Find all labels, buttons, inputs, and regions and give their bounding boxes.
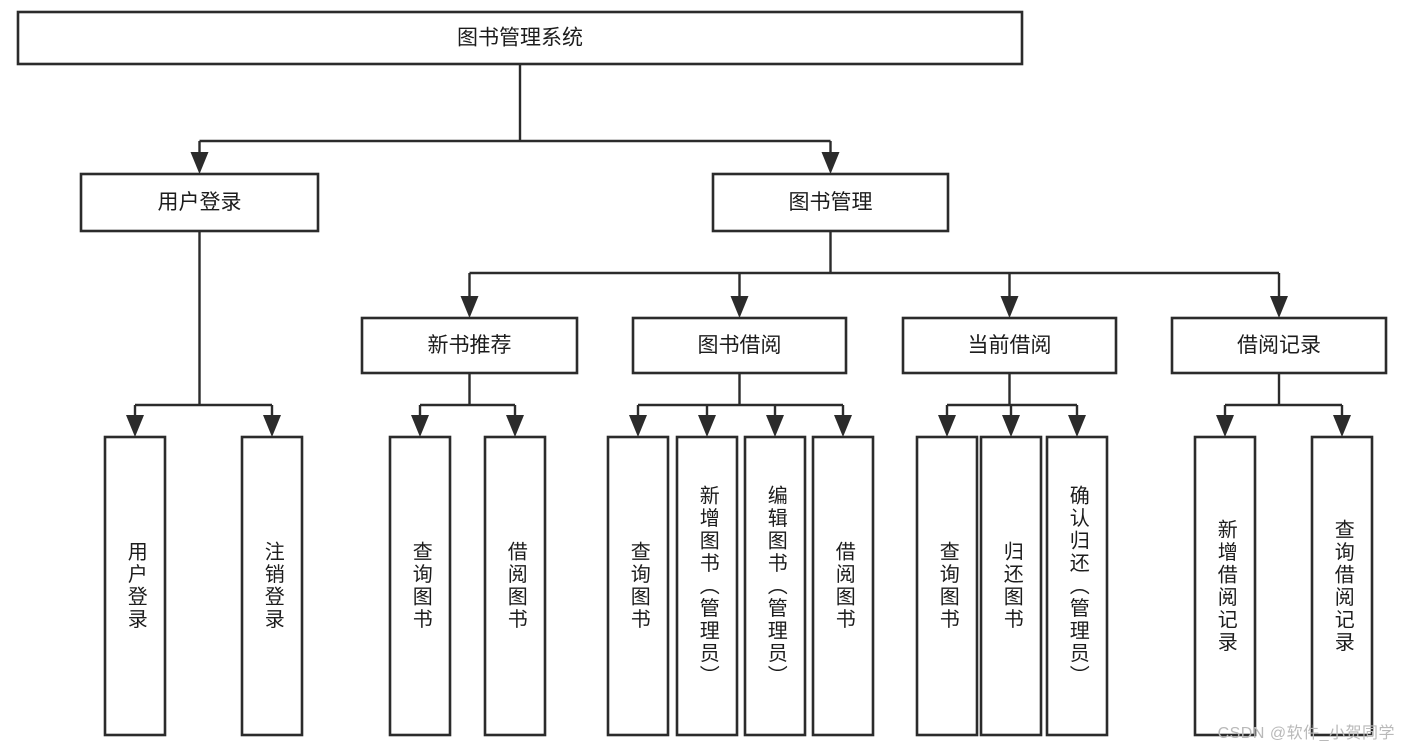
node-box-leaf-logout: [240, 435, 304, 737]
node-box-borrow-record: [1170, 316, 1388, 375]
node-leaf-query-record[interactable]: [1310, 435, 1374, 737]
node-current-borrow[interactable]: 当前借阅: [901, 316, 1118, 375]
conn-current-bus-arrow-1: [1002, 415, 1020, 437]
conn-current-bus-arrow-0: [938, 415, 956, 437]
node-box-leaf-edit-book: [743, 435, 807, 737]
node-leaf-borrow-book-1[interactable]: [483, 435, 547, 737]
node-box-leaf-return-book: [979, 435, 1043, 737]
node-leaf-add-book[interactable]: [675, 435, 739, 737]
node-label-borrow-record: 借阅记录: [1237, 334, 1321, 357]
node-user-login[interactable]: 用户登录: [79, 172, 320, 233]
conn-bookmanage-bus-arrow-2: [1000, 296, 1019, 318]
node-label-book-borrow: 图书借阅: [698, 334, 782, 357]
node-box-leaf-borrow-book-1: [483, 435, 547, 737]
node-box-leaf-add-book: [675, 435, 739, 737]
node-box-leaf-borrow-book-2: [811, 435, 875, 737]
conn-borrow-bus-arrow-2: [766, 415, 784, 437]
node-box-leaf-query-book-2: [606, 435, 670, 737]
conn-record-bus-arrow-1: [1333, 415, 1351, 437]
conn-userlogin-bus-arrow-1: [263, 415, 281, 437]
node-box-book-manage: [711, 172, 950, 233]
node-leaf-logout[interactable]: [240, 435, 304, 737]
node-label-current-borrow: 当前借阅: [968, 334, 1052, 357]
conn-current-bus-arrow-2: [1068, 415, 1086, 437]
conn-bookmanage-bus-arrow-1: [730, 296, 749, 318]
conn-root-bus-arrow-1: [821, 152, 840, 174]
node-box-leaf-add-record: [1193, 435, 1257, 737]
node-leaf-query-book-3[interactable]: [915, 435, 979, 737]
node-box-leaf-query-record: [1310, 435, 1374, 737]
node-label-root: 图书管理系统: [457, 27, 583, 50]
node-leaf-borrow-book-2[interactable]: [811, 435, 875, 737]
conn-recommend-bus-arrow-0: [411, 415, 429, 437]
conn-borrow-bus-arrow-3: [834, 415, 852, 437]
node-leaf-edit-book[interactable]: [743, 435, 807, 737]
node-box-leaf-confirm-return: [1045, 435, 1109, 737]
node-label-user-login: 用户登录: [158, 191, 242, 214]
conn-userlogin-bus-arrow-0: [126, 415, 144, 437]
node-borrow-record[interactable]: 借阅记录: [1170, 316, 1388, 375]
conn-bookmanage-bus-arrow-3: [1270, 296, 1288, 318]
conn-borrow-bus-arrow-1: [698, 415, 716, 437]
node-leaf-user-login[interactable]: [103, 435, 167, 737]
node-book-borrow[interactable]: 图书借阅: [631, 316, 848, 375]
conn-bookmanage-bus-arrow-0: [460, 296, 479, 318]
conn-recommend-bus-arrow-1: [506, 415, 524, 437]
node-box-user-login: [79, 172, 320, 233]
node-box-book-borrow: [631, 316, 848, 375]
conn-borrow-bus-arrow-0: [629, 415, 647, 437]
node-leaf-add-record[interactable]: [1193, 435, 1257, 737]
watermark-text: CSDN @软件_小贺同学: [1217, 725, 1395, 742]
node-leaf-confirm-return[interactable]: [1045, 435, 1109, 737]
node-box-new-book-recommend: [360, 316, 579, 375]
node-box-root: [16, 10, 1024, 66]
node-label-new-book-recommend: 新书推荐: [428, 334, 512, 357]
node-leaf-return-book[interactable]: [979, 435, 1043, 737]
conn-record-bus-arrow-0: [1216, 415, 1234, 437]
node-box-leaf-user-login: [103, 435, 167, 737]
node-leaf-query-book-2[interactable]: [606, 435, 670, 737]
node-book-manage[interactable]: 图书管理: [711, 172, 950, 233]
node-box-current-borrow: [901, 316, 1118, 375]
node-root[interactable]: 图书管理系统: [16, 10, 1024, 66]
node-leaf-query-book-1[interactable]: [388, 435, 452, 737]
node-box-leaf-query-book-1: [388, 435, 452, 737]
node-label-book-manage: 图书管理: [789, 191, 873, 214]
node-new-book-recommend[interactable]: 新书推荐: [360, 316, 579, 375]
node-box-leaf-query-book-3: [915, 435, 979, 737]
connector-layer: [126, 64, 1351, 437]
conn-root-bus-arrow-0: [190, 152, 209, 174]
